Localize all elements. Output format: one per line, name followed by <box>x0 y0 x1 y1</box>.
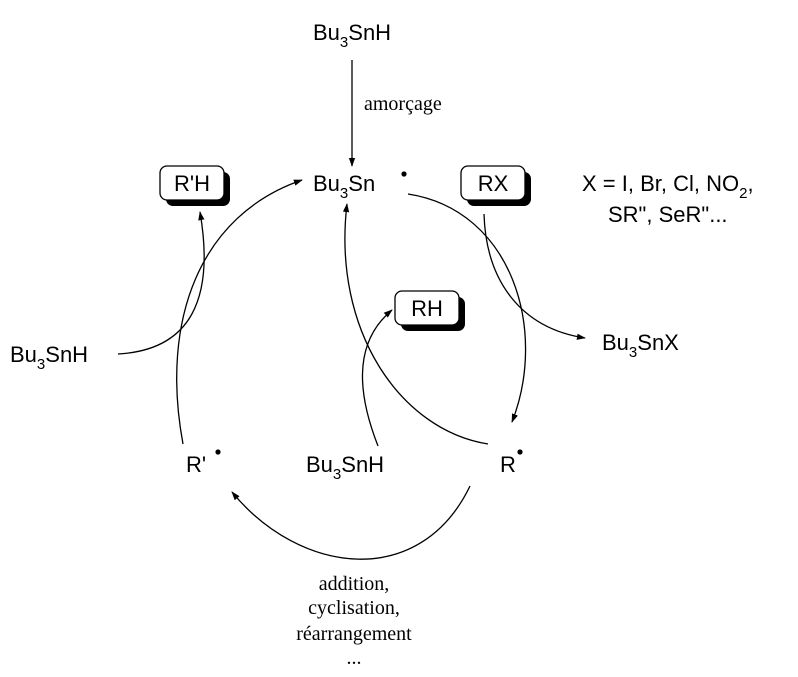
center-reagent-formula: Bu3SnH <box>306 452 384 483</box>
arc-left-tin-to-rprimeh <box>117 211 205 355</box>
note-addition: addition, <box>319 573 390 595</box>
tin-halide-formula: Bu3SnX <box>602 330 679 361</box>
rh-box <box>394 290 460 326</box>
note-rearrangement: réarrangement <box>296 623 412 645</box>
arc-tin-to-r <box>407 193 527 423</box>
rx-box-label: RX <box>478 171 509 196</box>
x-definition-line2: SR", SeR"... <box>608 202 728 227</box>
reagent-top-formula: Bu3SnH <box>313 20 391 51</box>
radical-r-label: R <box>500 452 516 477</box>
x-definition-line1: X = I, Br, Cl, NO2, <box>582 171 754 202</box>
arc-r-to-rprime <box>231 485 471 560</box>
rx-box <box>460 165 526 201</box>
initiation-label: amorçage <box>364 93 442 115</box>
rprime-h-box <box>159 165 225 201</box>
rprime-h-box-label: R'H <box>174 171 210 196</box>
left-reagent-formula: Bu3SnH <box>10 342 88 373</box>
radical-r-dot <box>517 449 523 455</box>
arc-r-to-tin <box>342 203 489 445</box>
note-cyclisation: cyclisation, <box>308 597 400 619</box>
radical-rprime-dot <box>215 449 221 455</box>
rh-box-label: RH <box>411 296 443 321</box>
arc-center-tin-to-rh <box>361 309 393 447</box>
radical-rprime-label: R' <box>186 452 206 477</box>
tin-radical-formula: Bu3Sn <box>313 171 375 202</box>
tin-radical-dot <box>401 171 407 177</box>
arc-rx-to-tinhalide <box>483 213 586 340</box>
note-ellipsis: ... <box>347 647 362 669</box>
arc-rprime-to-tin <box>176 179 303 445</box>
